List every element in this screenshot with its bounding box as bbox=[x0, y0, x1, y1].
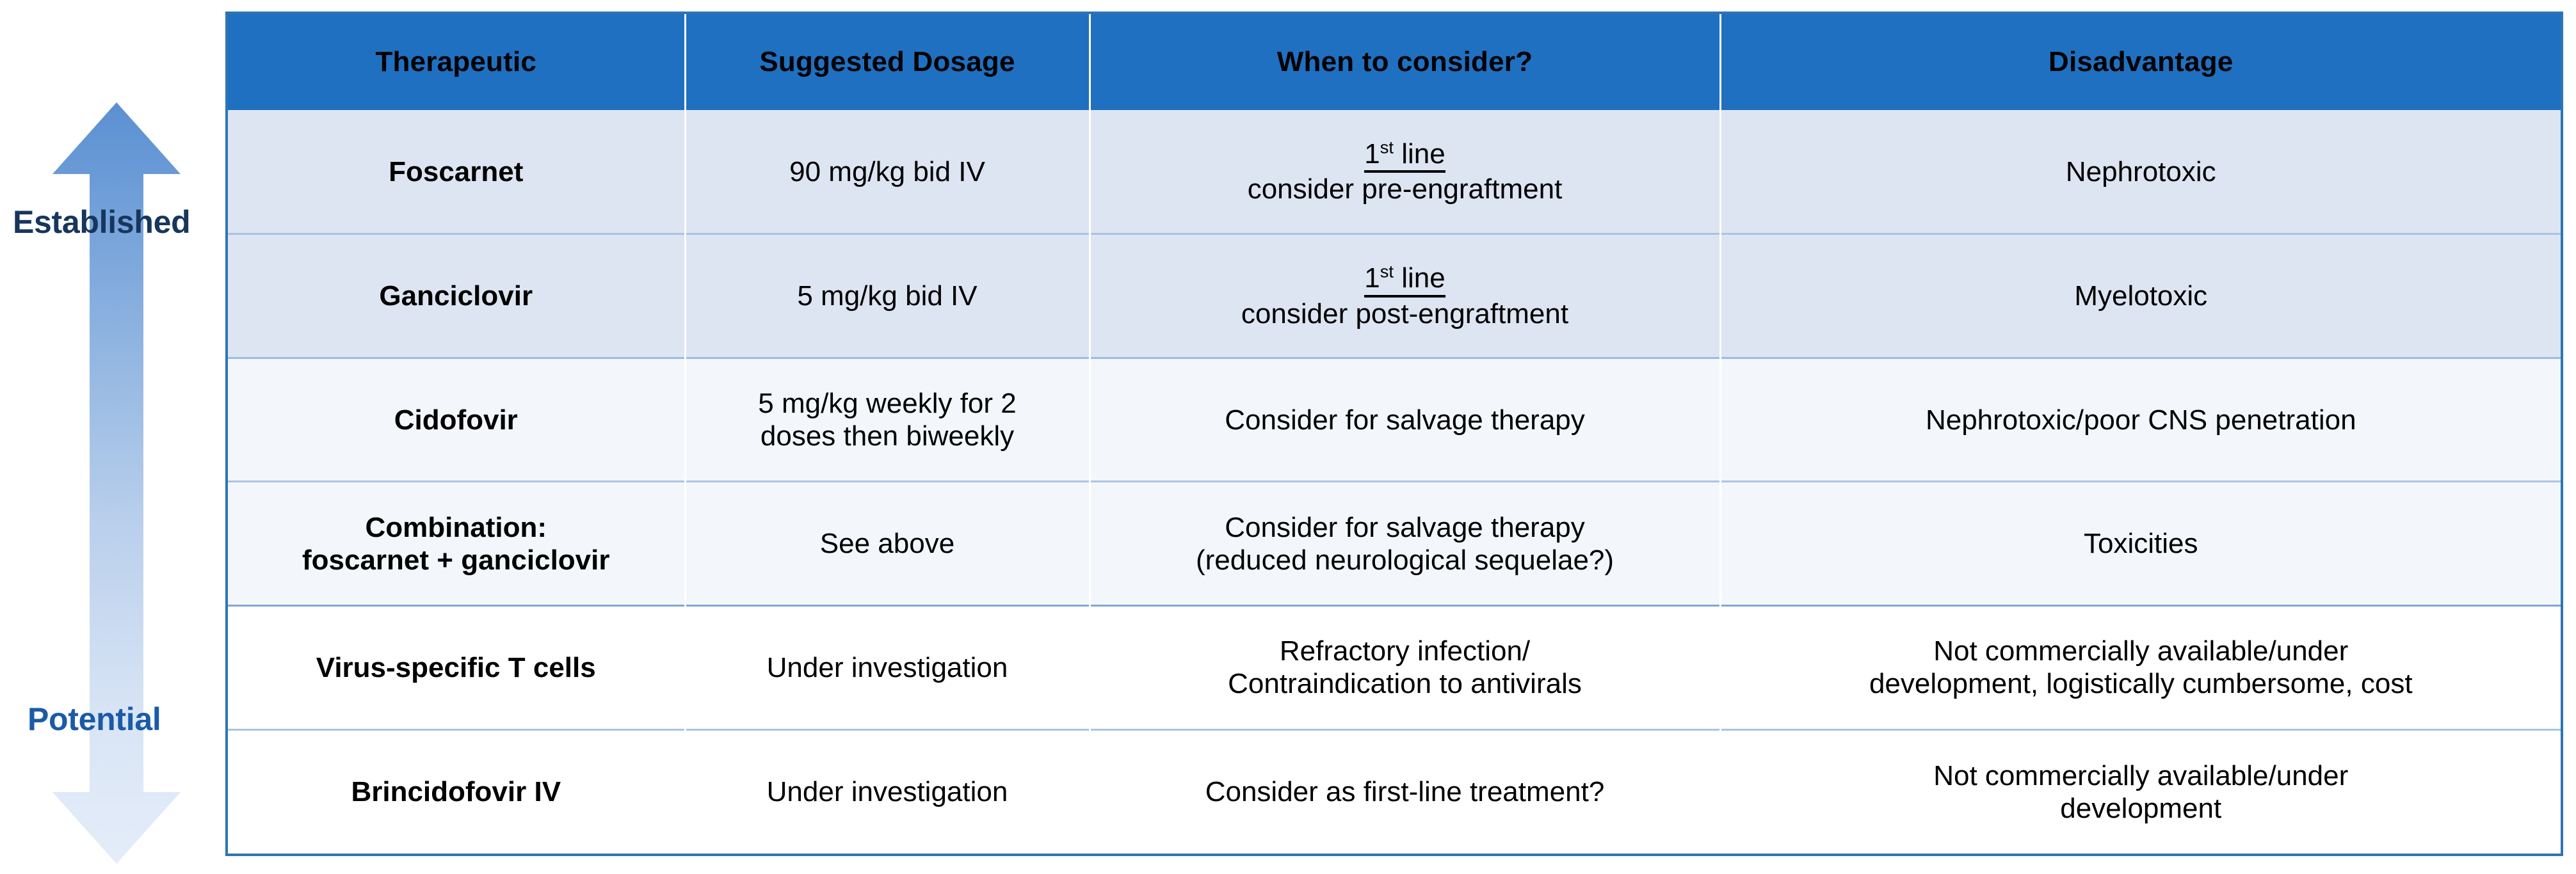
therapeutic-line-2: foscarnet + ganciclovir bbox=[302, 544, 610, 576]
table-row: Combination: foscarnet + ganciclovir See… bbox=[228, 481, 2561, 606]
cell-disadvantage: Myelotoxic bbox=[1719, 233, 2561, 358]
dosage-line-1: 5 mg/kg weekly for 2 bbox=[758, 388, 1017, 420]
cell-therapeutic: Brincidofovir IV bbox=[228, 728, 685, 854]
cell-when-to-consider: 1st line consider post-engraftment bbox=[1088, 233, 1720, 358]
disadvantage-line-1: Not commercially available/under bbox=[1933, 759, 2349, 791]
consider-detail: consider pre-engraftment bbox=[1247, 173, 1563, 205]
cell-when-to-consider: Consider as first-line treatment? bbox=[1088, 728, 1720, 854]
disadvantage-line-1: Myelotoxic bbox=[2074, 280, 2208, 312]
cell-disadvantage: Nephrotoxic/poor CNS penetration bbox=[1719, 356, 2561, 482]
table-header-row: Therapeutic Suggested Dosage When to con… bbox=[228, 14, 2561, 110]
column-header-disadvantage: Disadvantage bbox=[1719, 14, 2561, 110]
cell-when-to-consider: Consider for salvage therapy (reduced ne… bbox=[1088, 481, 1720, 606]
spectrum-axis: Established Potential bbox=[0, 0, 225, 874]
cell-therapeutic: Combination: foscarnet + ganciclovir bbox=[228, 481, 685, 606]
dosage-line-2: doses then biweekly bbox=[760, 420, 1015, 452]
cell-disadvantage: Not commercially available/under develop… bbox=[1719, 728, 2561, 854]
cell-dosage: 90 mg/kg bid IV bbox=[684, 110, 1090, 234]
disadvantage-line-1: Nephrotoxic bbox=[2065, 155, 2216, 187]
cell-dosage: 5 mg/kg bid IV bbox=[684, 233, 1090, 358]
cell-therapeutic: Foscarnet bbox=[228, 110, 685, 234]
column-header-therapeutic: Therapeutic bbox=[228, 14, 685, 110]
ordinal-number: 1 bbox=[1364, 262, 1380, 294]
line-word: line bbox=[1393, 138, 1445, 170]
first-line-emphasis: 1st line bbox=[1364, 261, 1445, 298]
disadvantage-line-2: development bbox=[2060, 792, 2222, 824]
consider-line-2: Contraindication to antivirals bbox=[1228, 668, 1582, 700]
cell-therapeutic: Ganciclovir bbox=[228, 233, 685, 358]
ordinal-suffix: st bbox=[1380, 137, 1394, 157]
cell-disadvantage: Not commercially available/under develop… bbox=[1719, 605, 2561, 730]
arrow-wrapper bbox=[50, 102, 183, 864]
consider-line-2: (reduced neurological sequelae?) bbox=[1195, 544, 1614, 576]
first-line-emphasis: 1st line bbox=[1364, 137, 1445, 173]
cell-dosage: See above bbox=[684, 481, 1090, 606]
consider-line-1: Consider for salvage therapy bbox=[1225, 404, 1585, 436]
consider-line-1: Refractory infection/ bbox=[1279, 635, 1531, 667]
table-row: Cidofovir 5 mg/kg weekly for 2 doses the… bbox=[228, 356, 2561, 482]
therapeutics-table: Therapeutic Suggested Dosage When to con… bbox=[225, 12, 2563, 856]
axis-label-established: Established bbox=[13, 204, 191, 240]
ordinal-number: 1 bbox=[1364, 138, 1380, 170]
table-row: Virus-specific T cells Under investigati… bbox=[228, 605, 2561, 730]
cell-disadvantage: Toxicities bbox=[1719, 481, 2561, 606]
table-body: Foscarnet 90 mg/kg bid IV 1st line consi… bbox=[228, 110, 2561, 854]
consider-line-1: Consider as first-line treatment? bbox=[1205, 776, 1605, 808]
cell-dosage: 5 mg/kg weekly for 2 doses then biweekly bbox=[684, 356, 1090, 482]
consider-line-1: Consider for salvage therapy bbox=[1225, 511, 1585, 543]
disadvantage-line-1: Nephrotoxic/poor CNS penetration bbox=[1925, 404, 2356, 436]
established-to-potential-arrow-icon bbox=[52, 102, 181, 864]
cell-when-to-consider: 1st line consider pre-engraftment bbox=[1088, 110, 1720, 234]
cell-disadvantage: Nephrotoxic bbox=[1719, 110, 2561, 234]
table-header: Therapeutic Suggested Dosage When to con… bbox=[228, 14, 2561, 110]
consider-detail: consider post-engraftment bbox=[1241, 298, 1569, 330]
column-header-suggested-dosage: Suggested Dosage bbox=[684, 14, 1090, 110]
disadvantage-line-1: Not commercially available/under bbox=[1933, 635, 2349, 667]
cell-dosage: Under investigation bbox=[684, 605, 1090, 730]
cell-dosage: Under investigation bbox=[684, 728, 1090, 854]
table-row: Foscarnet 90 mg/kg bid IV 1st line consi… bbox=[228, 110, 2561, 234]
ordinal-suffix: st bbox=[1380, 261, 1394, 282]
line-word: line bbox=[1393, 262, 1445, 294]
cell-when-to-consider: Consider for salvage therapy bbox=[1088, 356, 1720, 482]
cell-therapeutic: Virus-specific T cells bbox=[228, 605, 685, 730]
table-row: Brincidofovir IV Under investigation Con… bbox=[228, 728, 2561, 854]
table-grid: Therapeutic Suggested Dosage When to con… bbox=[228, 14, 2561, 854]
cell-when-to-consider: Refractory infection/ Contraindication t… bbox=[1088, 605, 1720, 730]
axis-label-potential: Potential bbox=[28, 701, 161, 737]
disadvantage-line-1: Toxicities bbox=[2084, 528, 2198, 560]
cell-therapeutic: Cidofovir bbox=[228, 356, 685, 482]
therapeutic-line-1: Combination: bbox=[365, 511, 547, 543]
column-header-when-to-consider: When to consider? bbox=[1088, 14, 1720, 110]
disadvantage-line-2: development, logistically cumbersome, co… bbox=[1869, 668, 2413, 700]
table-row: Ganciclovir 5 mg/kg bid IV 1st line cons… bbox=[228, 233, 2561, 358]
